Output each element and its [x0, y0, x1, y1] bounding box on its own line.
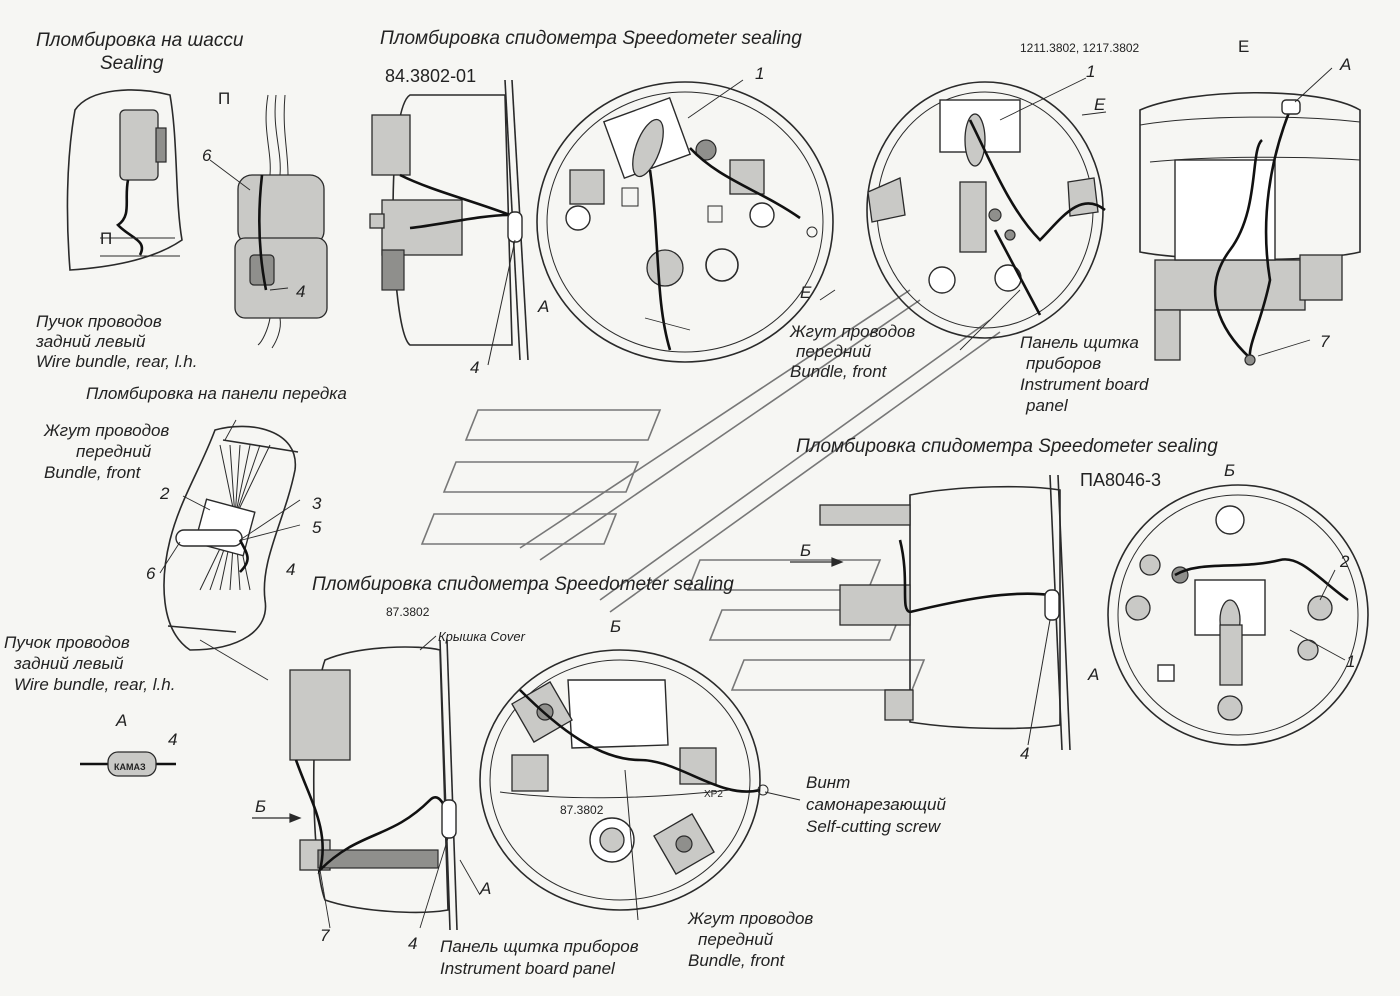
callout-2-pa: 2	[1340, 552, 1350, 571]
front-harness-3-line1: Жгут проводов	[688, 909, 814, 928]
instrument-panel-label-1: Панель щитка приборов Instrument board p…	[1020, 332, 1149, 416]
view-b-label-87: Б	[610, 617, 622, 636]
rear-bundle-label-1: Пучок проводов задний левый Wire bundle,…	[36, 312, 197, 372]
callout-6-panel: 6	[146, 564, 156, 583]
rear-bundle-1-line3: Wire bundle, rear, l.h.	[36, 352, 198, 371]
view-arrows	[252, 557, 844, 823]
view-b-arrow-label-pa: Б	[800, 541, 812, 560]
callout-1-84: 1	[755, 64, 765, 83]
screw-line2: самонарезающий	[806, 795, 946, 814]
view-p-label: П	[218, 89, 231, 108]
speedo-sealing-title-bottom: Пломбировка спидометра Speedometer seali…	[312, 574, 734, 595]
front-harness-1-line1: Жгут проводов	[790, 322, 916, 341]
instrument-panel-1-line2: приборов	[1026, 354, 1102, 373]
instrument-panel-2-line2: Instrument board panel	[440, 959, 615, 978]
view-a-label-top: А	[1340, 55, 1352, 74]
speedometer-84-side	[369, 79, 529, 366]
rear-bundle-1-line1: Пучок проводов	[36, 312, 162, 331]
instrument-panel-label-2: Панель щитка приборов Instrument board p…	[440, 936, 639, 980]
instrument-panel-1-line3: Instrument board	[1020, 375, 1149, 394]
front-harness-2-line2: передний	[76, 442, 152, 461]
leader-lines	[159, 67, 1346, 929]
rear-bundle-2-line3: Wire bundle, rear, l.h.	[14, 675, 176, 694]
rear-bundle-2-line1: Пучок проводов	[4, 633, 130, 652]
screw-line3: Self-cutting screw	[806, 817, 941, 836]
instrument-panel-1-line4: panel	[1026, 396, 1068, 415]
rear-bundle-1-line2: задний левый	[36, 332, 146, 351]
chassis-sealing-drawing	[66, 89, 328, 349]
view-b-arrow-label-87: Б	[255, 797, 267, 816]
model-1211-label: 1211.3802, 1217.3802	[1020, 41, 1140, 55]
front-harness-label-2: Жгут проводов передний Bundle, front	[44, 420, 169, 483]
callout-6-chassis: 6	[202, 146, 212, 165]
callout-1-pa: 1	[1346, 652, 1356, 671]
speedometer-87-side	[289, 639, 458, 931]
model-87-dial-label: 87.3802	[560, 803, 604, 817]
rear-bundle-label-2: Пучок проводов задний левый Wire bundle,…	[4, 632, 175, 695]
speedometer-pa8046-side	[819, 474, 1071, 751]
rear-bundle-2-line2: задний левый	[14, 654, 124, 673]
speedometer-1211-dial	[866, 81, 1106, 339]
callout-1-1211: 1	[1086, 62, 1096, 81]
front-harness-1-line3: Bundle, front	[790, 362, 887, 381]
speedometer-e-view	[1139, 91, 1361, 366]
view-p-label-chassis: П	[100, 229, 113, 248]
model-84-label: 84.3802-01	[385, 66, 477, 86]
callout-7-e: 7	[1320, 332, 1330, 351]
speedometer-pa8046-dial	[1107, 484, 1369, 746]
front-harness-2-line3: Bundle, front	[44, 463, 141, 482]
view-a-label-seal: А	[116, 711, 128, 730]
front-harness-3-line2: передний	[698, 930, 774, 949]
speedometer-87-dial	[479, 649, 769, 921]
speedo-sealing-title-right: Пломбировка спидометра Speedometer seali…	[796, 436, 1218, 457]
callout-2-panel: 2	[160, 484, 170, 503]
callout-4-chassis: 4	[296, 282, 306, 301]
callout-4-pa: 4	[1020, 744, 1030, 763]
callout-5-panel: 5	[312, 518, 322, 537]
chassis-sealing-title-en: Sealing	[100, 53, 164, 74]
model-87-label: 87.3802	[386, 605, 430, 619]
callout-4-panel: 4	[286, 560, 296, 579]
xp2-label: XP2	[704, 789, 723, 800]
panel-sealing-title: Пломбировка на панели передка	[86, 384, 347, 403]
view-e-label-dial: Е	[1094, 95, 1106, 114]
instrument-panel-1-line1: Панель щитка	[1020, 333, 1139, 352]
screw-line1: Винт	[806, 773, 851, 792]
instrument-panel-2-line1: Панель щитка приборов	[440, 937, 639, 956]
view-e-label-84: Е	[800, 283, 812, 302]
view-e-label-top: Е	[1238, 37, 1250, 56]
view-a-label-84: А	[538, 297, 550, 316]
front-harness-1-line2: передний	[796, 342, 872, 361]
panel-sealing-drawing	[163, 425, 299, 651]
chassis-sealing-title-ru: Пломбировка на шасси	[36, 30, 244, 51]
callout-7-87: 7	[320, 926, 330, 945]
callout-4-84: 4	[470, 358, 480, 377]
front-harness-label-3: Жгут проводов передний Bundle, front	[688, 908, 813, 971]
view-a-label-87: А	[480, 879, 492, 898]
speedo-sealing-title-top: Пломбировка спидометра Speedometer seali…	[380, 28, 802, 49]
front-harness-2-line1: Жгут проводов	[44, 421, 170, 440]
front-harness-label-1: Жгут проводов передний Bundle, front	[790, 322, 915, 382]
view-b-label-pa: Б	[1224, 461, 1236, 480]
cover-label: Крышка Cover	[438, 629, 525, 644]
callout-3-panel: 3	[312, 494, 322, 513]
view-a-label-pa: А	[1088, 665, 1100, 684]
callout-4-seal: 4	[168, 730, 178, 749]
front-harness-3-line3: Bundle, front	[688, 951, 785, 970]
model-pa8046-label: ПА8046-3	[1080, 470, 1161, 490]
seal-text: КАМАЗ	[114, 762, 146, 772]
screw-label: Винт самонарезающий Self-cutting screw	[806, 772, 946, 838]
speedometer-84-dial	[536, 81, 834, 363]
seal-a-detail	[80, 751, 176, 777]
callout-4-87: 4	[408, 934, 418, 953]
